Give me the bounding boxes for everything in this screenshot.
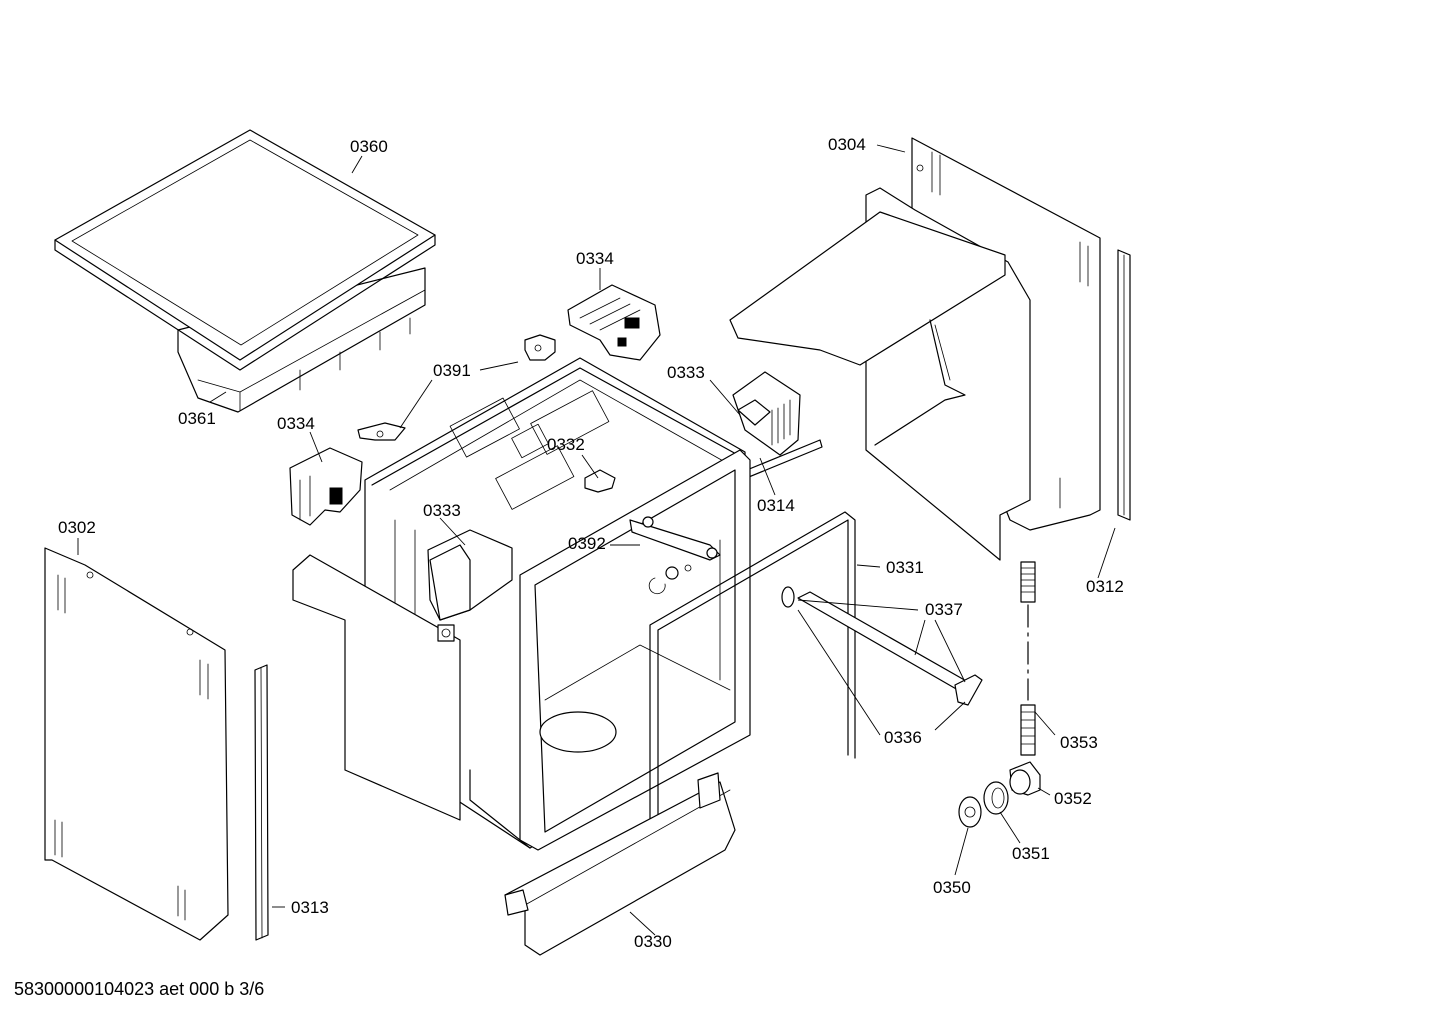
ring-0351 — [983, 781, 1009, 815]
label-0331: 0331 — [886, 558, 924, 577]
side-strip-0313 — [254, 664, 269, 941]
label-0361: 0361 — [178, 409, 216, 428]
left-side-panel — [44, 547, 229, 941]
label-0313: 0313 — [291, 898, 329, 917]
label-0391: 0391 — [433, 361, 471, 380]
plinth-0330 — [504, 772, 736, 956]
label-0302: 0302 — [58, 518, 96, 537]
label-0351: 0351 — [1012, 844, 1050, 863]
hose-0353 — [1020, 561, 1036, 756]
label-0334-right: 0334 — [576, 249, 614, 268]
label-0334-left: 0334 — [277, 414, 315, 433]
bracket-0391-left — [357, 422, 406, 441]
label-0336: 0336 — [884, 728, 922, 747]
bracket-0391-top — [524, 334, 556, 361]
connector-0352 — [1009, 761, 1041, 796]
label-0353: 0353 — [1060, 733, 1098, 752]
side-strip-0312 — [1117, 249, 1131, 521]
label-0392: 0392 — [568, 534, 606, 553]
part-labels: 0360 0361 0304 0334 0391 0333 0334 0332 … — [58, 135, 1124, 951]
label-0352: 0352 — [1054, 789, 1092, 808]
label-0350: 0350 — [933, 878, 971, 897]
bracket-0392 — [629, 516, 721, 595]
label-0312: 0312 — [1086, 577, 1124, 596]
tub-side-panel — [292, 554, 461, 821]
clip-0332 — [584, 469, 616, 493]
cap-0350 — [958, 796, 982, 828]
door-seal-0331 — [649, 511, 856, 869]
vent-part-0333-left — [427, 529, 513, 621]
label-0332: 0332 — [547, 435, 585, 454]
label-0330: 0330 — [634, 932, 672, 951]
leader-lines — [77, 144, 1116, 936]
label-0337: 0337 — [925, 600, 963, 619]
label-0333-right: 0333 — [667, 363, 705, 382]
vent-part-0333-right — [732, 371, 801, 456]
rail-0337 — [781, 586, 983, 706]
mounting-bracket-0334-right — [567, 284, 661, 361]
label-0304: 0304 — [828, 135, 866, 154]
right-carrier-part — [729, 187, 1031, 561]
mounting-bracket-0334-left — [289, 447, 363, 526]
label-0314: 0314 — [757, 496, 795, 515]
document-reference: 58300000104023 aet 000 b 3/6 — [14, 979, 265, 999]
worktop-part — [54, 129, 436, 413]
label-0360: 0360 — [350, 137, 388, 156]
label-0333-left: 0333 — [423, 501, 461, 520]
